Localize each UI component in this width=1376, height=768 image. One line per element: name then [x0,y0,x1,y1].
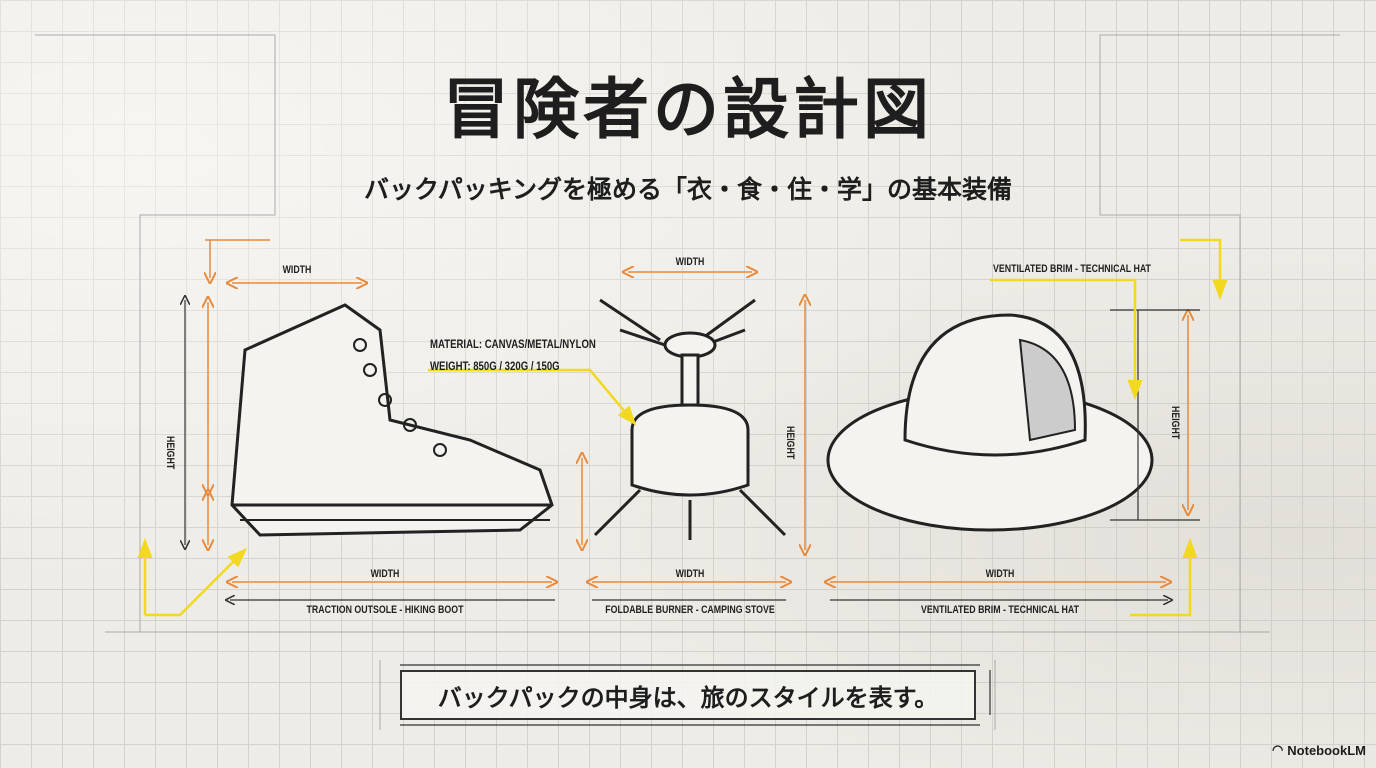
technical-hat-drawing [826,313,1154,532]
notebooklm-watermark: ◠ NotebookLM [1272,742,1366,758]
weight-spec: WEIGHT: 850G / 320G / 150G [430,359,560,373]
boot-caption: TRACTION OUTSOLE - HIKING BOOT [306,604,464,616]
boot-width-label: WIDTH [282,264,312,276]
material-spec: MATERIAL: CANVAS/METAL/NYLON [430,337,596,351]
page-subtitle: バックパッキングを極める「衣・食・住・学」の基本装備 [363,175,1012,204]
hat-top-label: VENTILATED BRIM - TECHNICAL HAT [993,263,1151,275]
hat-caption: VENTILATED BRIM - TECHNICAL HAT [921,604,1079,616]
spec-block: MATERIAL: CANVAS/METAL/NYLON WEIGHT: 850… [430,333,596,377]
stove-height-label: HEIGHT [784,426,796,460]
boot-base-width-label: WIDTH [370,568,400,580]
hat-height-label: HEIGHT [1169,406,1181,440]
hiking-boot-drawing [230,303,554,537]
tagline-text: バックパックの中身は、旅のスタイルを表す。 [437,683,939,712]
stove-base-width-label: WIDTH [675,568,705,580]
page-title: 冒険者の設計図 [443,70,933,148]
boot-height-label: HEIGHT [164,436,176,470]
hat-width-label: WIDTH [985,568,1015,580]
notebooklm-logo-icon: ◠ [1271,742,1284,757]
frame-lines [35,34,1340,730]
tagline-box: バックパックの中身は、旅のスタイルを表す。 [400,670,976,720]
watermark-text: NotebookLM [1287,742,1366,758]
camping-stove-drawing [593,298,787,540]
stove-caption: FOLDABLE BURNER - CAMPING STOVE [605,604,775,616]
stove-width-label: WIDTH [675,256,705,268]
